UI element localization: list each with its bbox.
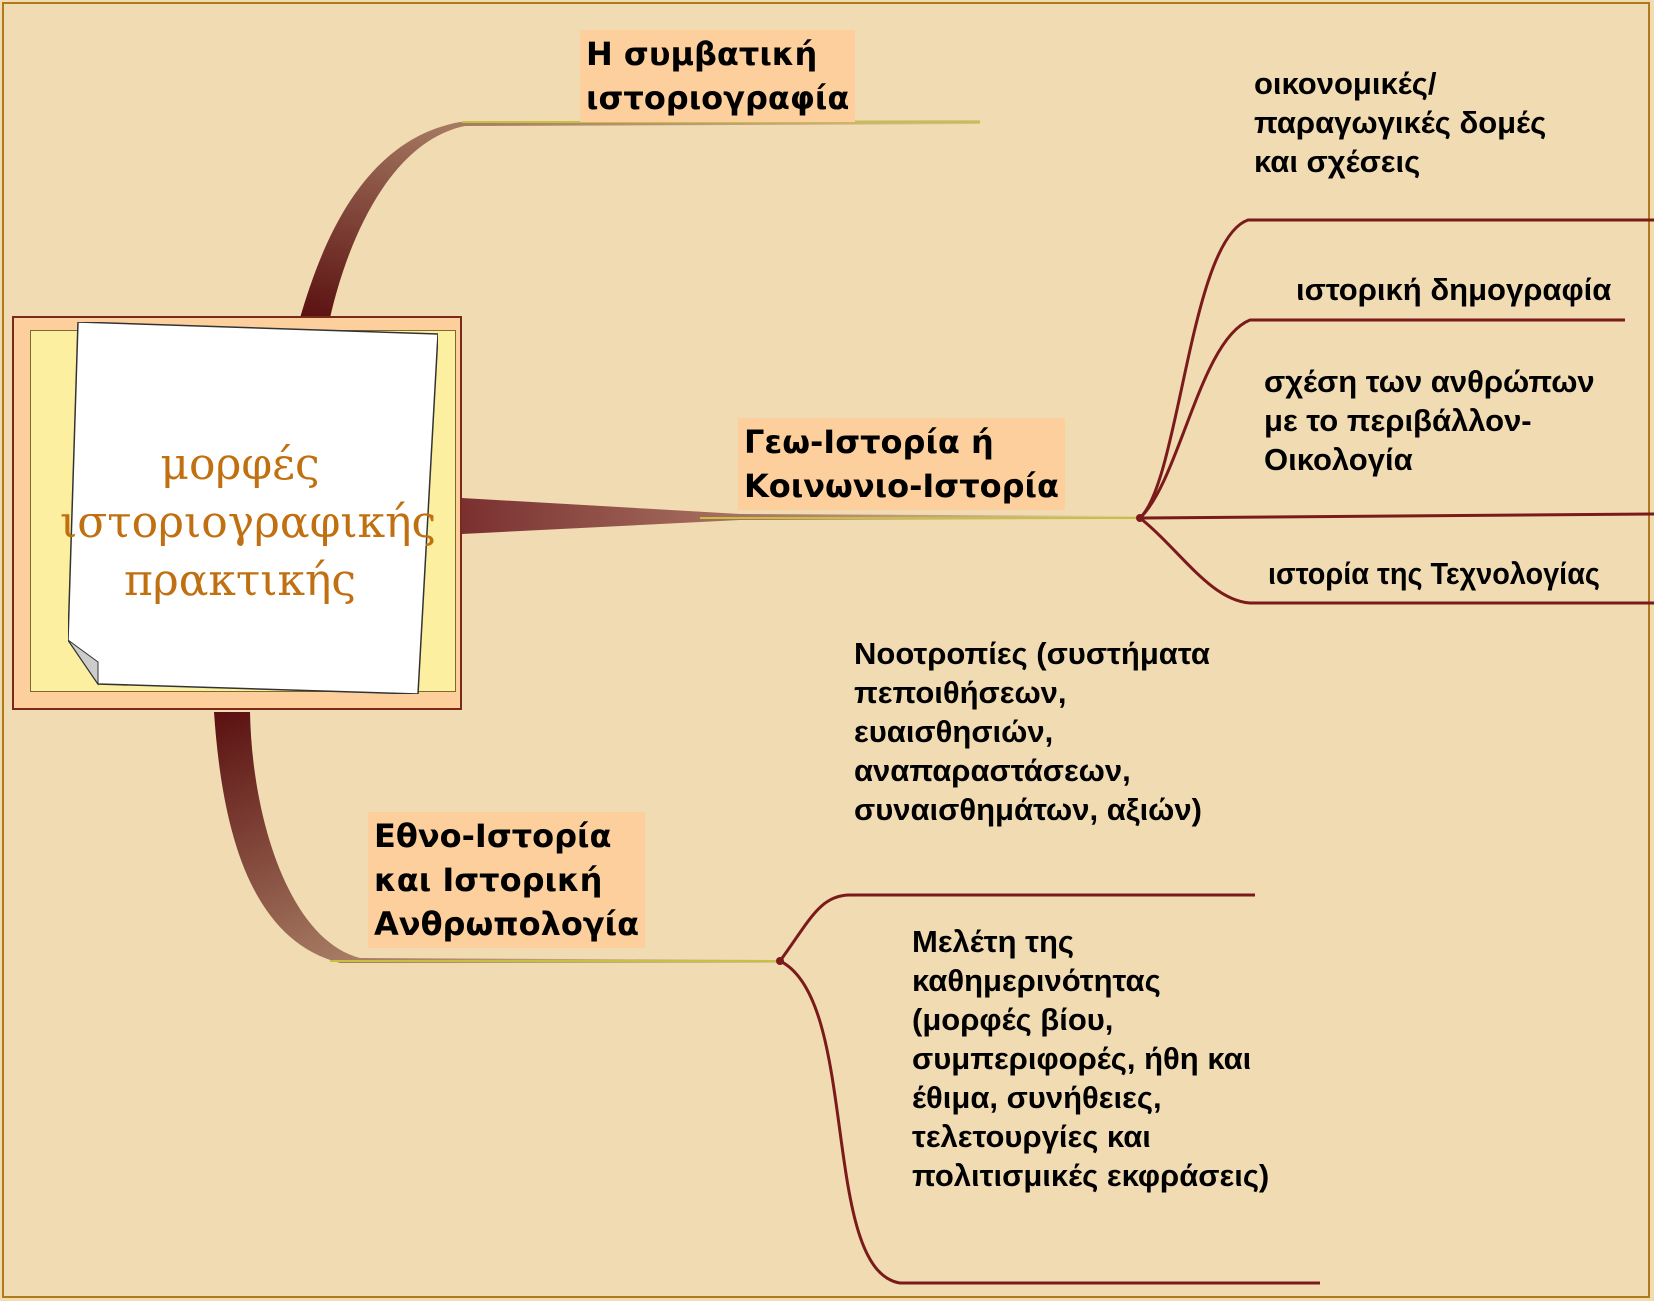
subtopic-economic-structures[interactable]: οικονομικές/ παραγωγικές δομές και σχέσε…: [1254, 66, 1547, 179]
geo-history-junction: [1136, 514, 1144, 522]
subtopic-technology-history[interactable]: ιστορία της Τεχνολογίας: [1268, 556, 1600, 591]
connector-mentalities: [778, 893, 1255, 962]
connector-technology-history: [1139, 516, 1654, 605]
subtopic-historical-demography[interactable]: ιστορική δημογραφία: [1296, 272, 1612, 307]
ethno-history-subbranches: [778, 893, 1320, 1285]
branch-conventional-historiography: [300, 120, 980, 318]
topic-ethno-history[interactable]: Εθνο-Ιστορία και Ιστορική Ανθρωπολογία: [368, 812, 646, 948]
connector-economic-structures: [1138, 218, 1654, 520]
central-topic[interactable]: μορφές ιστοριογραφικής πρακτικής: [12, 316, 462, 710]
connector-historical-demography: [1138, 318, 1625, 520]
branch-geo-history: [462, 498, 1140, 534]
central-topic-label: μορφές ιστοριογραφικής πρακτικής: [60, 439, 437, 606]
connector-environment-ecology: [1139, 512, 1654, 520]
connector-everyday-life: [779, 959, 1320, 1285]
topic-conventional-historiography[interactable]: Η συμβατική ιστοριογραφία: [580, 30, 856, 122]
topic-geo-history[interactable]: Γεω-Ιστορία ή Κοινωνιο-Ιστορία: [738, 418, 1065, 510]
subtopic-environment-ecology[interactable]: σχέση των ανθρώπων με το περιβάλλον- Οικ…: [1264, 364, 1595, 477]
ethno-history-junction: [776, 957, 784, 965]
subtopic-mentalities[interactable]: Νοοτροπίες (συστήματα πεποιθήσεων, ευαισ…: [854, 636, 1210, 827]
central-topic-paper-front: [68, 322, 438, 694]
geo-history-subbranches: [1138, 218, 1654, 605]
subtopic-everyday-life[interactable]: Μελέτη της καθημερινότητας (μορφές βίου,…: [912, 924, 1270, 1193]
